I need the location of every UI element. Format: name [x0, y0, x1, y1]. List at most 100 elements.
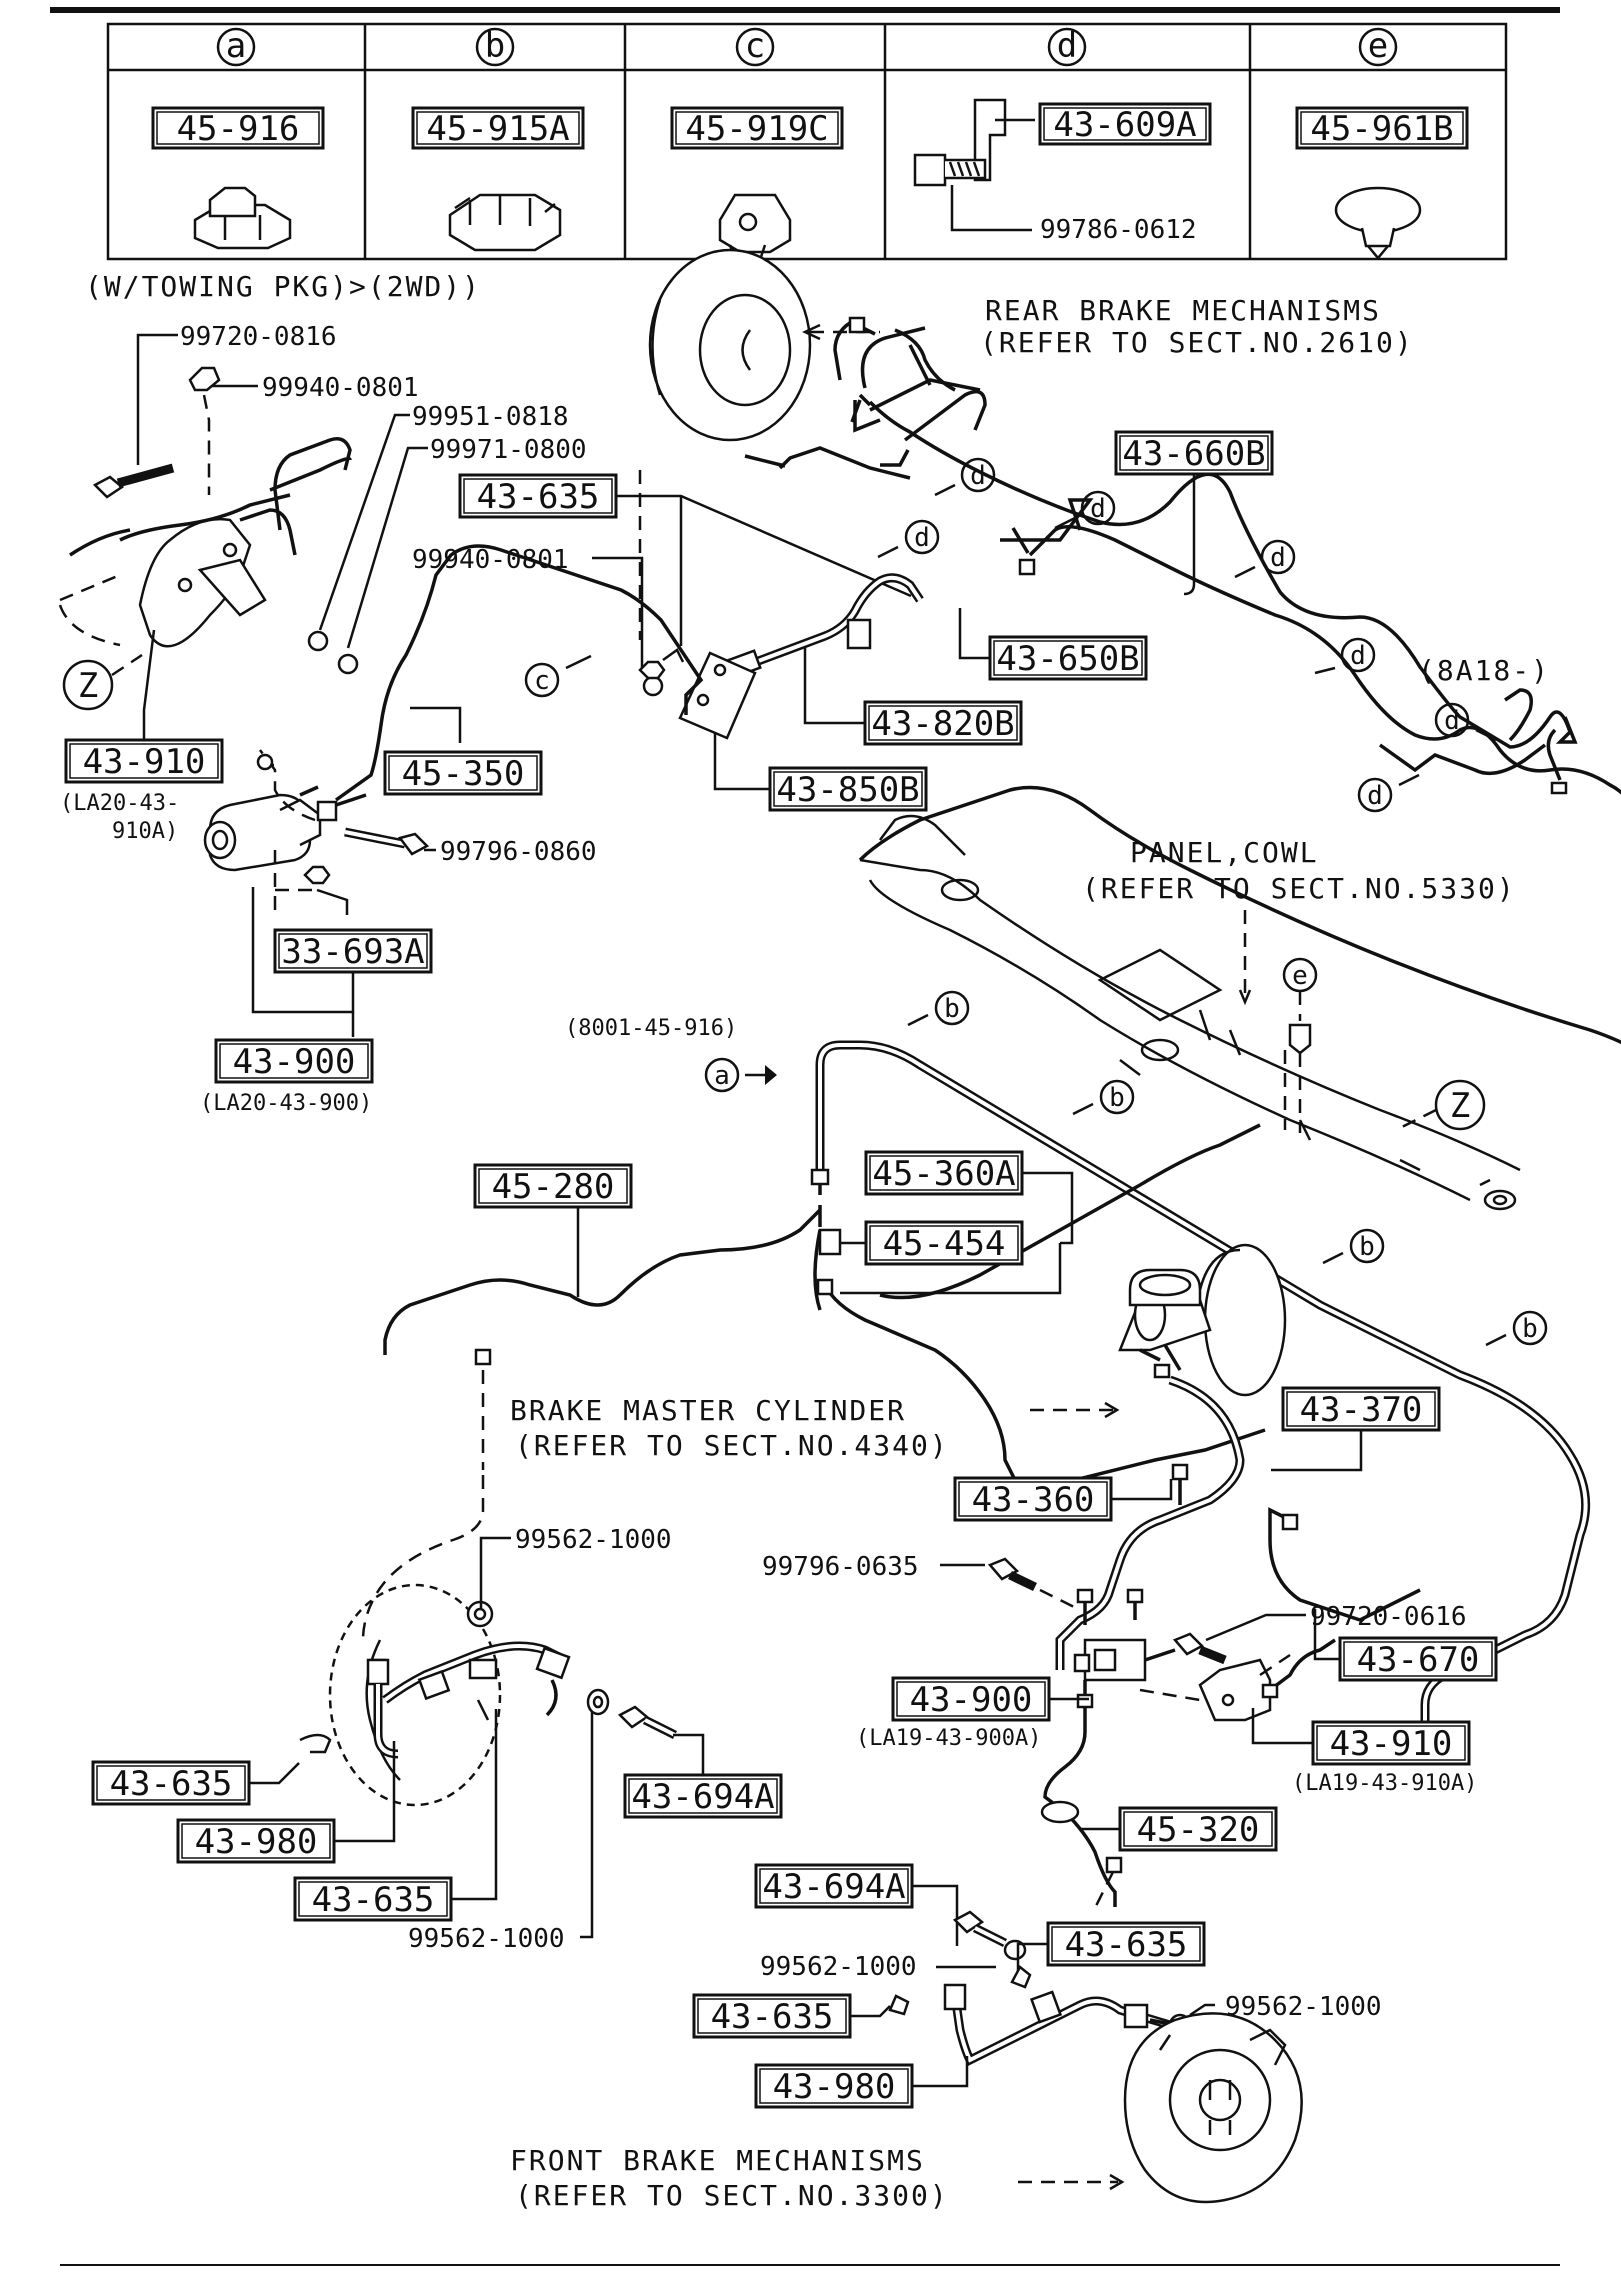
svg-text:43-820B: 43-820B — [871, 704, 1014, 744]
svg-text:d: d — [1350, 641, 1366, 671]
table-part-e: 45-961B — [1295, 106, 1469, 150]
panel-cowl-note-2: (REFER TO SECT.NO.5330) — [1082, 872, 1516, 905]
rear-brake-drum — [648, 248, 880, 442]
callout-b1: b — [907, 990, 970, 1027]
table-key-d: d — [1057, 26, 1077, 66]
svg-text:d: d — [1270, 543, 1286, 573]
box-43-694a-right: 43-694A — [762, 1867, 905, 1907]
callout-d2: d — [877, 519, 940, 559]
svg-text:43-360: 43-360 — [972, 1480, 1095, 1520]
callout-c: c — [524, 654, 592, 698]
svg-text:43-670: 43-670 — [1357, 1640, 1480, 1680]
label-la20-910a-1: (LA20-43- — [60, 791, 179, 816]
box-43-820b: 43-820B — [803, 643, 1023, 746]
rear-brake-note-2: (REFER TO SECT.NO.2610) — [980, 326, 1414, 359]
svg-text:43-635: 43-635 — [477, 477, 600, 517]
box-45-360a: 45-360A — [872, 1154, 1015, 1194]
clip-a-icon — [193, 186, 292, 250]
box-45-350: 45-350 — [402, 754, 525, 794]
svg-text:43-850B: 43-850B — [776, 770, 919, 810]
panel-cowl — [858, 785, 1621, 1211]
table-header-b: b — [475, 26, 515, 67]
box-43-694a-left: 43-694A — [631, 1777, 774, 1817]
callout-d3: d — [1054, 490, 1116, 530]
svg-text:b: b — [1109, 1083, 1125, 1113]
box-43-635-lf1: 43-635 — [110, 1764, 233, 1804]
master-cyl-note-2: (REFER TO SECT.NO.4340) — [515, 1429, 949, 1462]
label-99940-0801-b: 99940-0801 — [412, 545, 569, 575]
svg-text:d: d — [970, 461, 986, 491]
svg-text:43-910: 43-910 — [1330, 1724, 1453, 1764]
line-45-350: 45-350 — [334, 544, 704, 802]
svg-text:45-919C: 45-919C — [685, 109, 828, 149]
label-8001-45-916: (8001-45-916) — [565, 1016, 737, 1041]
rear-brake-note-1: REAR BRAKE MECHANISMS — [985, 294, 1381, 327]
svg-text:45-915A: 45-915A — [426, 109, 569, 149]
box-43-635-rr1: 43-635 — [1065, 1925, 1188, 1965]
svg-text:d: d — [1367, 781, 1383, 811]
svg-text:43-660B: 43-660B — [1122, 434, 1265, 474]
callout-b2: b — [1072, 1079, 1135, 1116]
table-part-a: 45-916 — [151, 106, 325, 150]
box-43-900-right: 43-900 (LA19-43-900A) — [856, 1676, 1089, 1751]
fastener-table: a b c d e 45-916 45-915A — [106, 22, 1508, 262]
right-front-hose: 43-694A 99562-1000 43-635 43-635 99562-1… — [692, 1863, 1382, 2109]
svg-text:43-650B: 43-650B — [996, 639, 1139, 679]
svg-text:a: a — [714, 1061, 730, 1091]
callout-d7: d — [1357, 773, 1420, 813]
svg-text:d: d — [1444, 706, 1460, 736]
callout-d1: d — [934, 457, 996, 497]
box-43-910-right: 43-910 (LA19-43-910A) — [1251, 1708, 1477, 1796]
clip-callouts: a (8001-45-916) b b b b c — [524, 457, 1548, 1347]
callout-b3: b — [1322, 1228, 1385, 1265]
callout-a: a — [704, 1057, 777, 1093]
line-45-280: 45-280 — [383, 1163, 822, 1470]
bolt-99786-0612: 99786-0612 — [1040, 215, 1197, 245]
svg-text:c: c — [534, 666, 550, 696]
box-43-635-top: 43-635 — [458, 473, 912, 646]
box-43-900-left: 43-900 — [233, 1042, 356, 1082]
line-45-320: 45-320 — [1040, 1707, 1278, 1913]
clip-b-icon — [448, 193, 562, 252]
table-header-a: a — [216, 26, 256, 67]
clip-d-icon: 99786-0612 — [913, 98, 1197, 245]
svg-text:45-961B: 45-961B — [1310, 109, 1453, 149]
long-brake-lines — [810, 1040, 1591, 1725]
label-99562-1000-c: 99562-1000 — [1225, 1992, 1382, 2022]
label-la19-910a: (LA19-43-910A) — [1292, 1771, 1477, 1796]
svg-text:e: e — [1292, 961, 1308, 991]
junction-45-360a: 45-360A 45-454 — [816, 1150, 1266, 1482]
svg-text:b: b — [944, 994, 960, 1024]
table-header-c: c — [735, 26, 775, 67]
table-key-a: a — [226, 26, 246, 66]
brake-booster — [1118, 1243, 1287, 1397]
box-43-360: 43-360 — [953, 1476, 1173, 1522]
box-43-850b: 43-850B — [713, 719, 928, 812]
svg-text:d: d — [914, 523, 930, 553]
clip-c-icon — [718, 193, 792, 262]
callout-d5: d — [1314, 637, 1376, 675]
box-43-980-right: 43-980 — [773, 2067, 896, 2107]
box-43-635-lf2: 43-635 — [312, 1880, 435, 1920]
table-key-c: c — [745, 26, 765, 66]
clip-e-icon — [1334, 186, 1422, 260]
label-la20-910a-2: 910A) — [112, 819, 178, 844]
box-45-320: 45-320 — [1137, 1810, 1260, 1850]
label-99562-1000-a: 99562-1000 — [515, 1525, 672, 1555]
label-99720-0616: 99720-0616 — [1310, 1602, 1467, 1632]
svg-text:Z: Z — [1450, 1086, 1470, 1126]
left-valve-block: 99796-0860 33-693A 43-900 (LA20-43-900) — [200, 749, 597, 1116]
table-part-b: 45-915A — [411, 106, 585, 150]
table-header-d: d — [1047, 26, 1087, 67]
clip-e-on-panel: e — [1282, 957, 1318, 1133]
panel-cowl-note-1: PANEL,COWL — [1130, 836, 1319, 869]
box-43-670: 43-670 — [1313, 1609, 1498, 1682]
label-99720-0816: 99720-0816 — [180, 322, 337, 352]
box-43-980-left: 43-980 — [195, 1822, 318, 1862]
label-la19-900a: (LA19-43-900A) — [856, 1726, 1041, 1751]
box-43-650b: 43-650B — [958, 608, 1148, 681]
box-43-660b: 43-660B — [1114, 430, 1274, 596]
box-43-635-rr2: 43-635 — [711, 1997, 834, 2037]
